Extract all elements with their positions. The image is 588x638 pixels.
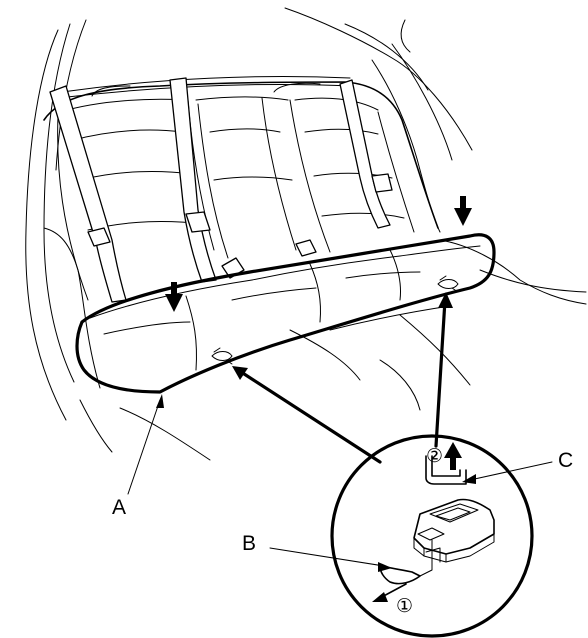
push-down-arrow-left	[165, 282, 183, 312]
seat-belts	[49, 77, 393, 303]
label-a-leader	[127, 394, 164, 495]
label-c-leader	[462, 461, 553, 484]
step-two-marker: ②	[426, 445, 443, 467]
step-one-marker: ①	[396, 595, 413, 617]
label-c: C	[558, 449, 573, 472]
seat-cushion	[75, 233, 496, 394]
label-b-leader	[269, 547, 392, 572]
push-down-arrow-right	[454, 196, 472, 226]
detail-leader-lines	[232, 292, 453, 464]
detail-circle	[330, 434, 534, 638]
car-interior-outline	[25, 7, 587, 461]
label-a: A	[112, 496, 126, 519]
label-b: B	[242, 532, 256, 555]
